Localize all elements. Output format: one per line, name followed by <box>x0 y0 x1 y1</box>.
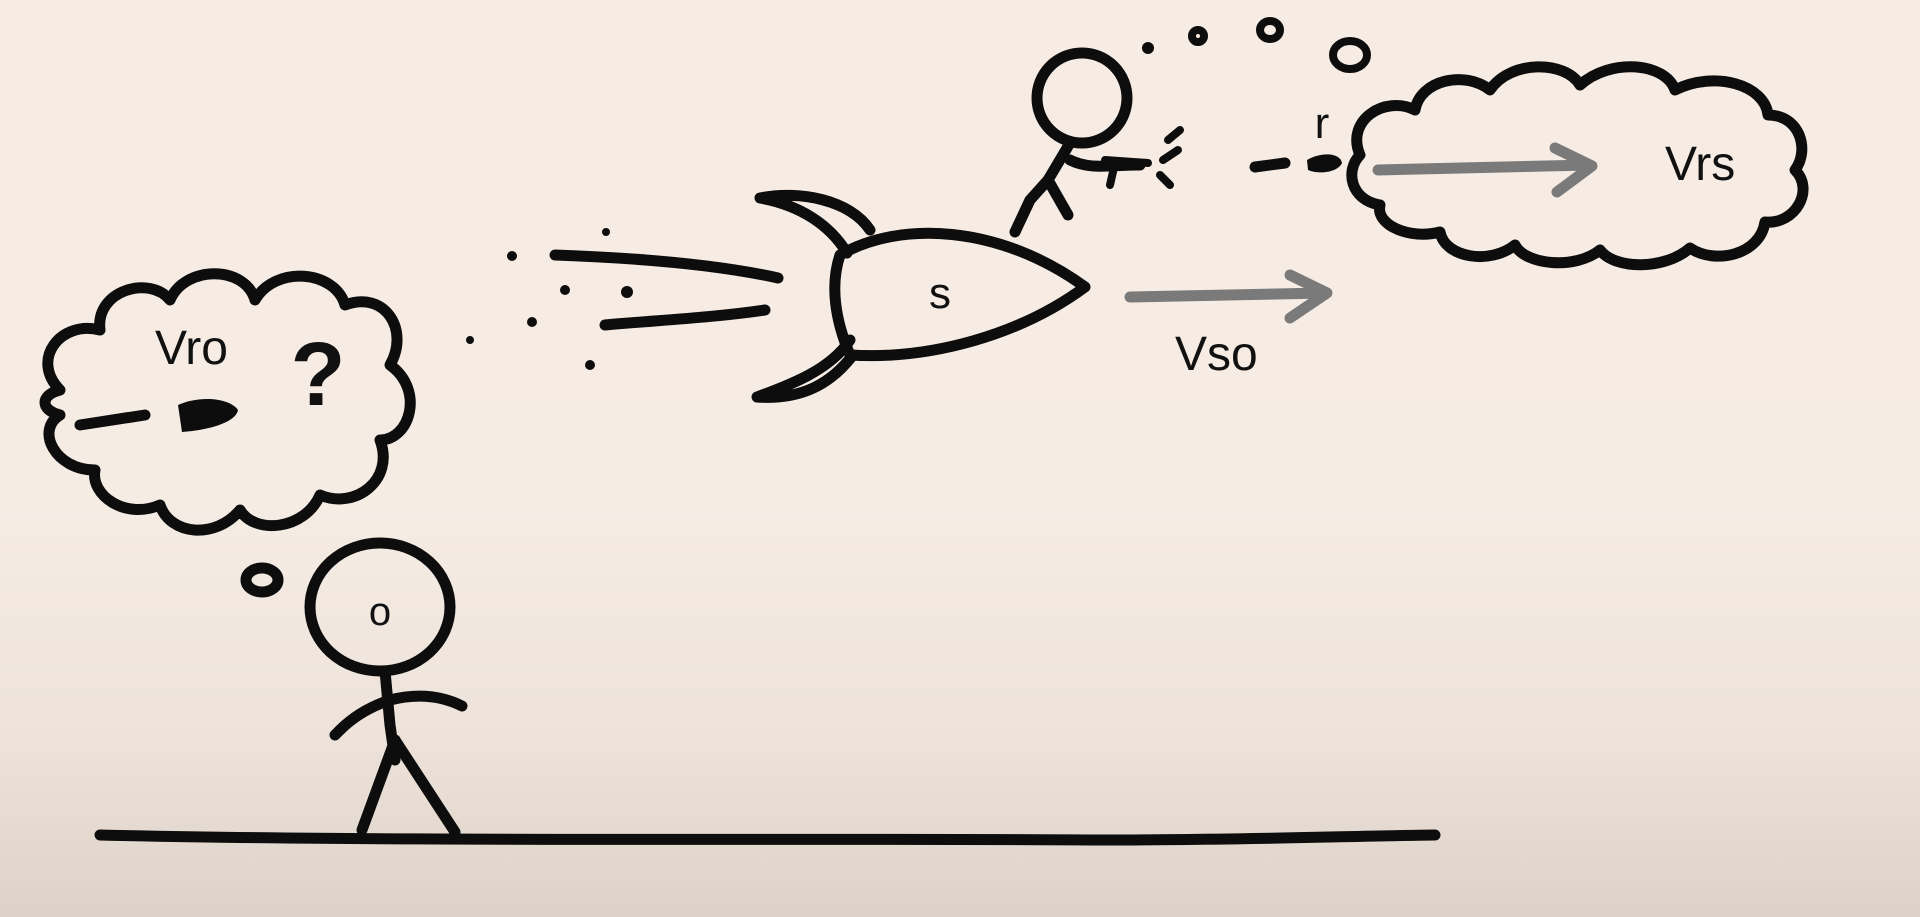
vro-rock-trail <box>74 409 151 431</box>
exhaust-dot <box>602 228 610 236</box>
vso-arrow-shaft <box>1124 287 1331 303</box>
observer-right-leg <box>389 734 461 838</box>
exhaust-dot <box>560 285 570 295</box>
exhaust-dot <box>527 317 537 327</box>
observer-figure: o <box>304 537 468 838</box>
observer-arms <box>334 690 468 736</box>
ship-label: s <box>929 269 951 318</box>
vso-arrow-head <box>1284 269 1333 324</box>
vro-rock-blob <box>178 398 238 432</box>
rock-blob <box>1307 154 1342 173</box>
rocket-top-fin <box>754 189 876 259</box>
vso-arrow: Vso <box>1124 269 1333 381</box>
thought-dot <box>1188 26 1208 46</box>
question-mark: ? <box>291 325 346 425</box>
rider-thought-dots <box>1142 17 1371 73</box>
observer-left-leg <box>356 734 401 836</box>
exhaust-streak-top <box>549 249 784 284</box>
rider-body <box>1009 137 1076 238</box>
blast-mark <box>1159 146 1182 164</box>
gun-shot: r <box>1156 99 1342 189</box>
vro-label: Vro <box>155 322 228 375</box>
exhaust-dot <box>466 336 474 344</box>
thought-dot <box>1256 17 1284 43</box>
thought-cloud-left <box>39 268 416 536</box>
rock-trail <box>1249 157 1291 173</box>
observer-thought-bubble: Vro ? <box>39 268 416 598</box>
observer-label: o <box>369 590 391 634</box>
exhaust-dot <box>507 251 517 261</box>
exhaust-dot <box>621 286 633 298</box>
ship-rider-figure <box>1009 47 1152 238</box>
ground-line <box>94 829 1441 846</box>
vrs-label: Vrs <box>1665 138 1735 191</box>
rocket-ship: s <box>751 189 1091 403</box>
rock-label: r <box>1315 99 1330 148</box>
blast-mark <box>1156 171 1174 189</box>
thought-dot-small <box>240 562 284 598</box>
vrs-arrow-head <box>1549 142 1598 198</box>
rocket-body <box>829 227 1091 362</box>
exhaust-dot <box>585 360 595 370</box>
rider-gun <box>1101 156 1152 189</box>
thought-cloud-right <box>1346 61 1809 271</box>
vso-label: Vso <box>1175 328 1258 381</box>
thought-dot <box>1329 37 1371 73</box>
exhaust-streak-bottom <box>599 304 771 331</box>
thought-dot <box>1142 42 1154 54</box>
vrs-arrow-shaft <box>1372 159 1596 176</box>
rider-head <box>1031 47 1133 149</box>
rider-thought-bubble: Vrs <box>1346 61 1809 271</box>
blast-mark <box>1164 126 1184 144</box>
rocket-bottom-fin <box>751 334 859 403</box>
observer-left-arm-end <box>329 724 346 741</box>
rocket-exhaust <box>466 228 784 370</box>
